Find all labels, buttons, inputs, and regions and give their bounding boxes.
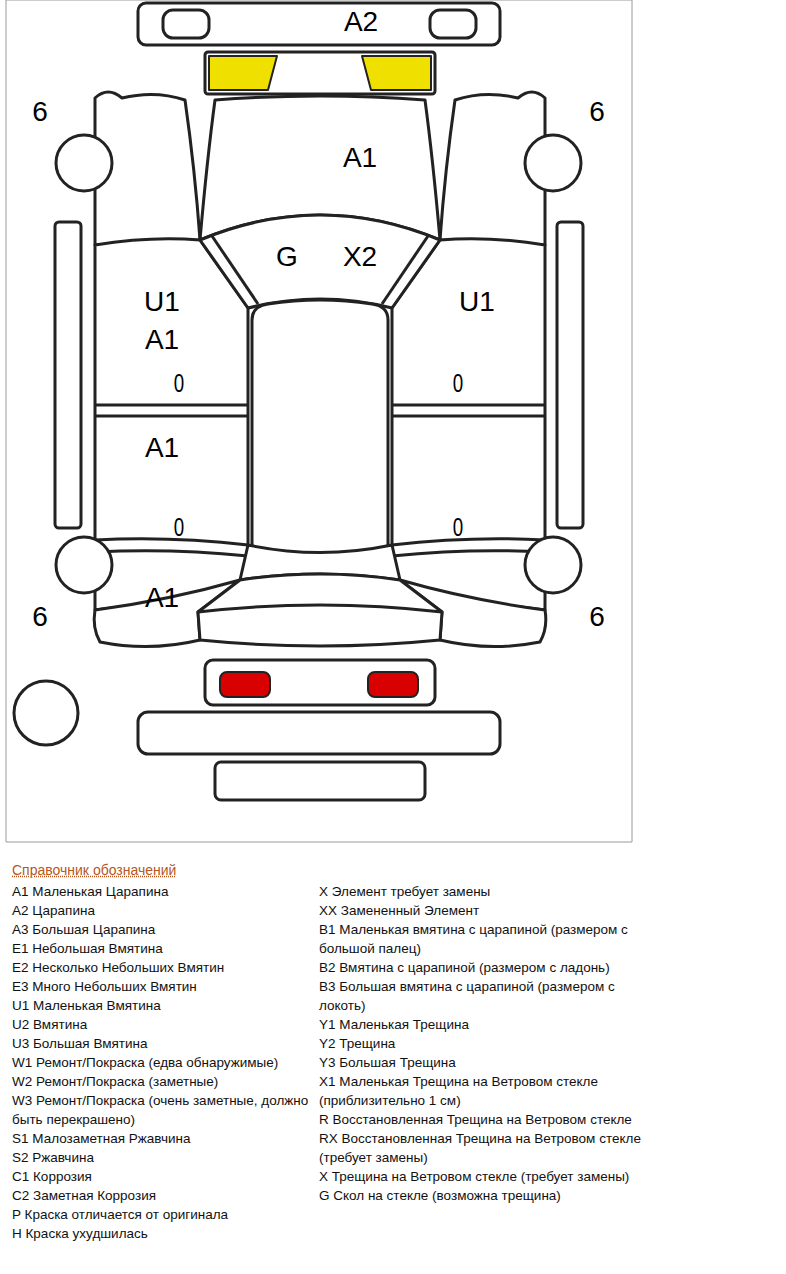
trunk-line [198, 605, 442, 612]
legend-entry: A2 Царапина [12, 901, 316, 920]
damage-code: 6 [589, 603, 605, 631]
legend-entry: C2 Заметная Коррозия [12, 1186, 316, 1205]
headlight [209, 56, 277, 90]
legend-entry: B1 Маленькая вмятина с царапиной (размер… [319, 920, 649, 958]
spare-wheel [14, 681, 78, 745]
damage-code: A1 [145, 584, 179, 612]
side-sill [55, 222, 81, 528]
legend-entry: G Скол на стекле (возможна трещина) [319, 1186, 649, 1205]
damage-code: 0 [453, 371, 463, 396]
side-sill [557, 222, 583, 528]
fog-light [163, 10, 209, 38]
door-line [392, 404, 545, 407]
damage-code: U1 [459, 288, 495, 316]
legend-entry: W1 Ремонт/Покраска (едва обнаружимые) [12, 1053, 316, 1072]
legend-entry: R Восстановленная Трещина на Ветровом ст… [319, 1110, 649, 1129]
damage-code: A1 [145, 326, 179, 354]
legend-entry: U1 Маленькая Вмятина [12, 996, 316, 1015]
frame [6, 0, 632, 842]
damage-code: G [276, 243, 298, 271]
damage-code: A1 [145, 434, 179, 462]
legend-entry: S2 Ржавчина [12, 1148, 316, 1167]
windshield [200, 215, 440, 308]
legend-entry: X Элемент требует замены [319, 882, 649, 901]
legend-entry: E3 Много Небольших Вмятин [12, 977, 316, 996]
legend-entry: W2 Ремонт/Покраска (заметные) [12, 1072, 316, 1091]
door-line [392, 551, 545, 556]
damage-code: U1 [144, 288, 180, 316]
legend-entry: A3 Большая Царапина [12, 920, 316, 939]
rear-panel [215, 762, 425, 800]
door-line [95, 551, 248, 556]
wheel [525, 537, 581, 593]
wheel [56, 537, 112, 593]
legend-entry: B3 Большая вмятина с царапиной (размером… [319, 977, 649, 1015]
door-line [392, 415, 545, 418]
legend-entry: C1 Коррозия [12, 1167, 316, 1186]
damage-code: A2 [344, 8, 378, 36]
door-line [392, 539, 545, 545]
legend-entry: B2 Вмятина с царапиной (размером с ладон… [319, 958, 649, 977]
legend-entry: RX Восстановленная Трещина на Ветровом с… [319, 1129, 649, 1167]
fog-light [430, 10, 476, 38]
door-line [95, 404, 248, 407]
wheel [56, 135, 112, 191]
right-doors [392, 239, 545, 610]
legend-entry: E1 Небольшая Вмятина [12, 939, 316, 958]
legend-entry: Y2 Трещина [319, 1034, 649, 1053]
legend-entry: X1 Маленькая Трещина на Ветровом стекле … [319, 1072, 649, 1110]
taillight [220, 672, 270, 697]
legend-entry: E2 Несколько Небольших Вмятин [12, 958, 316, 977]
legend-entry: S1 Малозаметная Ржавчина [12, 1129, 316, 1148]
legend-entry: A1 Маленькая Царапина [12, 882, 316, 901]
legend-title: Справочник обозначений [12, 861, 176, 880]
legend-entry: P Краска отличается от оригинала [12, 1205, 316, 1224]
left-doors [95, 239, 248, 610]
a-pillar [382, 236, 428, 304]
headlight-panel [205, 52, 435, 94]
damage-code: A1 [343, 144, 377, 172]
legend-entry: Y1 Маленькая Трещина [319, 1015, 649, 1034]
damage-code: 6 [589, 98, 605, 126]
damage-code: 6 [32, 98, 48, 126]
legend-entry: XX Замененный Элемент [319, 901, 649, 920]
damage-code: 6 [32, 603, 48, 631]
headlight [362, 56, 431, 90]
a-pillar [212, 236, 258, 304]
taillight [368, 672, 418, 697]
roof [252, 300, 388, 565]
wheel [525, 135, 581, 191]
rear-bumper [138, 712, 500, 754]
door-line [95, 415, 248, 418]
trunk [198, 574, 442, 646]
legend-entry: U2 Вмятина [12, 1015, 316, 1034]
front-bumper [138, 3, 500, 45]
legend-entry: U3 Большая Вмятина [12, 1034, 316, 1053]
taillight-panel [205, 660, 435, 705]
legend-entry: H Краска ухудшилась [12, 1224, 316, 1243]
legend-entry: Y3 Большая Трещина [319, 1053, 649, 1072]
damage-code: 0 [174, 515, 184, 540]
damage-code: 0 [453, 515, 463, 540]
legend-entry: X Трещина на Ветровом стекле (требует за… [319, 1167, 649, 1186]
legend-column: X Элемент требует заменыXX Замененный Эл… [319, 882, 649, 1205]
damage-code: 0 [174, 371, 184, 396]
legend-entry: W3 Ремонт/Покраска (очень заметные, долж… [12, 1091, 316, 1129]
damage-code: X2 [343, 243, 377, 271]
door-line [95, 539, 248, 545]
legend-column: A1 Маленькая ЦарапинаA2 ЦарапинаA3 Больш… [12, 882, 316, 1243]
